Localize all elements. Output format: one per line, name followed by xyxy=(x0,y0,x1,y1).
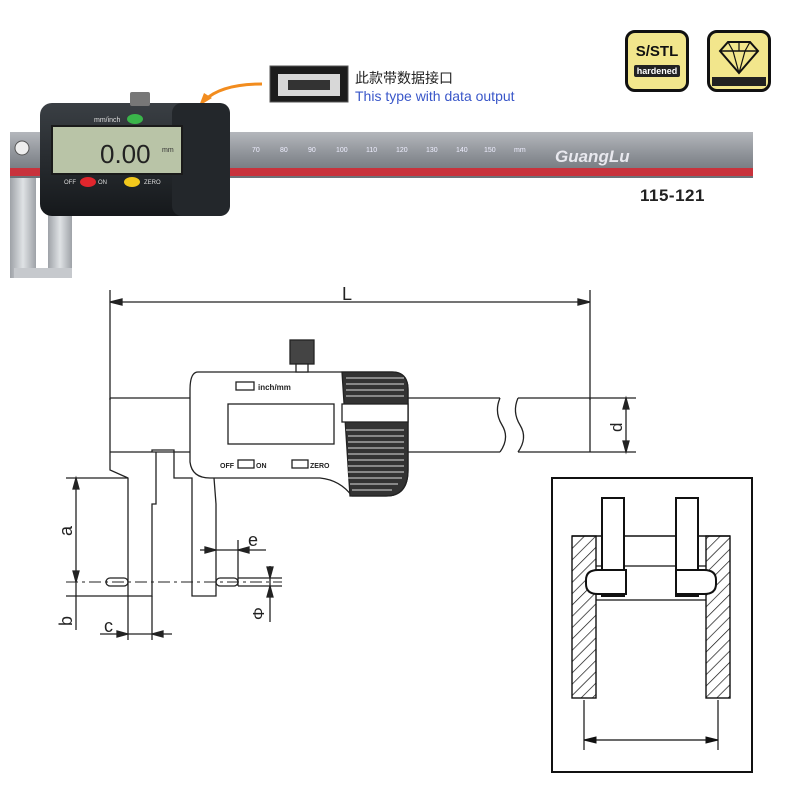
caliper-photo: 70 80 90 100 110 120 130 140 150 mm Guan… xyxy=(10,65,753,278)
scale-tick-label: 70 xyxy=(252,147,260,154)
material-badge-line2: hardened xyxy=(634,65,680,77)
scale-tick-label: 120 xyxy=(396,147,408,154)
data-output-english: This type with data output xyxy=(355,88,515,104)
scale-tick-label: 90 xyxy=(308,147,316,154)
scale-tick-label: 100 xyxy=(336,147,348,154)
lcd-display xyxy=(51,125,183,175)
scale-tick-label: 110 xyxy=(366,147,377,154)
red-stripe xyxy=(10,168,753,176)
diamond-badge xyxy=(707,30,771,92)
fixed-jaw xyxy=(10,178,36,278)
dimension-e: e xyxy=(248,530,258,550)
usage-inset xyxy=(551,477,753,773)
model-number: 115-121 xyxy=(640,186,705,205)
drawing-unit-label: inch/mm xyxy=(258,383,291,392)
zero-button xyxy=(124,177,140,187)
stainless-steel-hardened-badge: S/STL hardened xyxy=(625,30,689,92)
drawing-zero-label: ZERO xyxy=(310,463,330,470)
unit-button-label: mm/inch xyxy=(94,117,121,124)
dimension-b: b xyxy=(56,616,76,626)
data-output-chinese: 此款带数据接口 xyxy=(355,70,453,86)
brand-logo: GuangLu xyxy=(555,147,630,166)
drawing-off-label: OFF xyxy=(220,463,235,470)
on-button-label: ON xyxy=(98,180,107,186)
scale-ticks: 70 80 90 100 110 120 130 140 150 mm xyxy=(252,147,526,154)
unit-button xyxy=(127,114,143,124)
lcd-unit: mm xyxy=(162,147,174,154)
dimension-c: c xyxy=(104,616,113,636)
scale-tick-label: 140 xyxy=(456,147,468,154)
scale-tick-label: mm xyxy=(514,147,526,154)
thumbwheel xyxy=(130,92,150,106)
scale-tick-label: 130 xyxy=(426,147,438,154)
scale-tick-label: 80 xyxy=(280,147,288,154)
drawing-on-label: ON xyxy=(256,463,267,470)
off-button-label: OFF xyxy=(64,180,76,186)
zero-button-label: ZERO xyxy=(144,180,161,186)
lcd-reading: 0.00 xyxy=(100,139,151,169)
dimension-a: a xyxy=(56,525,76,536)
diamond-icon xyxy=(712,41,766,86)
dimension-phi: Φ xyxy=(251,607,268,620)
material-badge-line1: S/STL xyxy=(635,43,679,60)
dimension-L: L xyxy=(342,284,352,304)
off-button xyxy=(80,177,96,187)
dimension-d: d xyxy=(607,423,626,432)
scale-tick-label: 150 xyxy=(484,147,496,154)
